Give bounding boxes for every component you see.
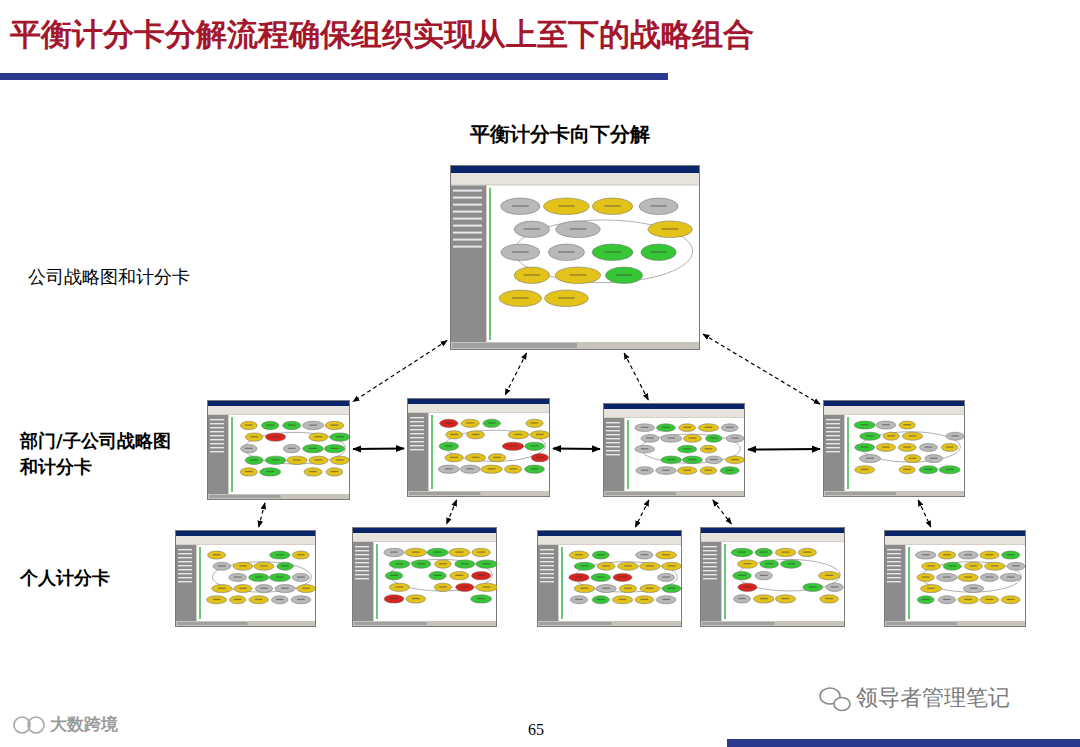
header-bar [0,73,668,80]
scorecard-window [537,530,682,627]
cascade-arrow [635,500,649,527]
footer-bar [727,739,1080,747]
level-label: 部门/子公司战略图 和计分卡 [20,428,192,480]
wechat-icon [820,688,850,711]
scorecard-window [823,400,965,497]
watermark: 领导者管理笔记 [856,684,1010,713]
scorecard-screenshot [824,401,965,497]
cascade-arrow [918,500,931,527]
cascade-arrow [505,353,526,395]
scorecard-screenshot [701,528,845,627]
screenshot-art [537,530,682,627]
screenshot-art [884,530,1026,627]
screenshot-art [207,400,350,500]
peer-arrow [553,447,600,450]
level-label: 公司战略图和计分卡 [28,265,190,288]
cascade-arrow [624,353,648,400]
scorecard-screenshot [538,531,682,627]
cascade-arrow [447,500,457,524]
scorecard-window [352,527,497,627]
screenshot-art [603,403,745,497]
cascade-arrow [703,334,820,404]
peer-arrow [748,448,820,450]
scorecard-window [700,527,845,627]
cascade-arrow [353,341,447,402]
subtitle: 平衡计分卡向下分解 [470,121,650,147]
scorecard-screenshot [885,531,1026,627]
peer-arrow [353,447,404,450]
cascade-arrow [713,500,732,524]
screenshot-art [407,398,550,497]
level-label: 个人计分卡 [20,566,110,589]
scorecard-window [175,530,316,627]
screenshot-art [352,527,497,627]
screenshot-art [823,400,965,497]
screenshot-art [700,527,845,627]
scorecard-window [603,403,745,497]
scorecard-screenshot [208,401,350,500]
page-title: 平衡计分卡分解流程确保组织实现从上至下的战略组合 [10,14,754,54]
scorecard-window [450,165,700,350]
scorecard-window [407,398,550,497]
scorecard-screenshot [353,528,498,627]
scorecard-screenshot [451,166,700,350]
scorecard-screenshot [176,531,316,627]
scorecard-window [207,400,350,500]
scorecard-window [884,530,1026,627]
watermark-logo [14,717,44,733]
watermark: 大数跨境 [50,713,118,735]
screenshot-art [175,530,316,627]
page-number: 65 [528,720,544,741]
screenshot-art [450,165,700,350]
scorecard-screenshot [604,404,745,497]
cascade-arrow [259,503,265,527]
scorecard-screenshot [408,399,550,497]
